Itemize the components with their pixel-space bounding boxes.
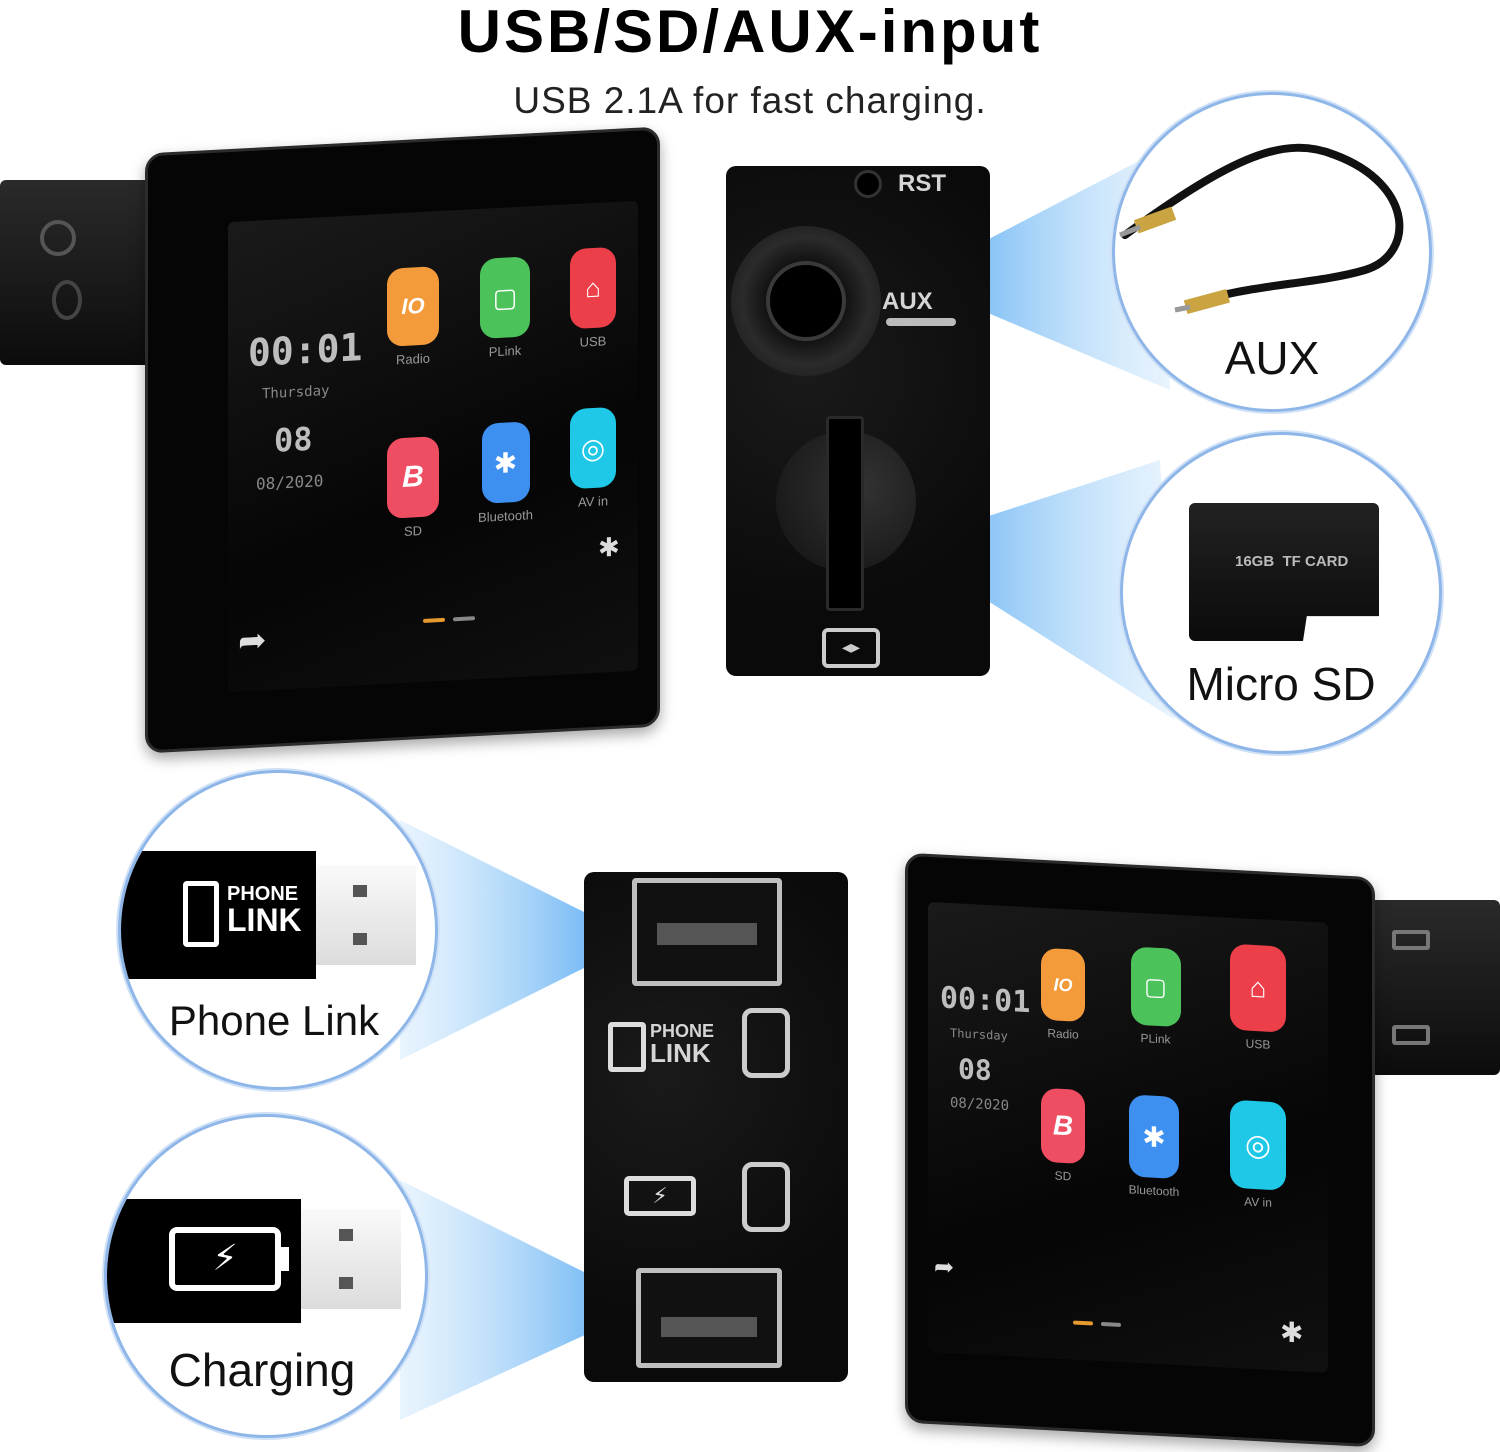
- bluetooth-status-icon: ✱: [598, 531, 620, 563]
- usb-port-panel: PHONE LINK ⚡: [584, 872, 848, 1382]
- charging-plug-body: [107, 1199, 301, 1323]
- app-bluetooth-right[interactable]: ✱ Bluetooth: [1114, 1094, 1194, 1200]
- micro-sd-zoom-circle: 16GB TF CARD Micro SD: [1120, 432, 1442, 754]
- page-indicator: [423, 607, 483, 628]
- aux-jack-hole: [766, 261, 846, 341]
- sd-card-symbol-icon: ◂▸: [822, 628, 880, 668]
- share-arrow-icon-right[interactable]: ➦: [934, 1253, 955, 1282]
- reset-button[interactable]: [854, 170, 882, 198]
- usb-symbol-icon: [742, 1008, 790, 1078]
- aux-cable-icon: [886, 318, 956, 326]
- phone-link-icon: [183, 881, 219, 947]
- aux-zoom-label: AUX: [1224, 332, 1320, 384]
- app-sd-right[interactable]: B SD: [1028, 1087, 1098, 1185]
- screen-display-right: 00:01 Thursday 08 08/2020 IO Radio ▢ PLi…: [928, 901, 1328, 1373]
- page-indicator-right: [1073, 1311, 1129, 1332]
- av-in-icon: ◎: [570, 406, 616, 490]
- bluetooth-status-icon-right: ✱: [1280, 1316, 1304, 1349]
- app-radio-right[interactable]: IO Radio: [1028, 947, 1098, 1043]
- sd-card-icon: B: [387, 436, 439, 519]
- micro-sd-slot[interactable]: [826, 416, 864, 611]
- charging-battery-icon: ⚡: [624, 1176, 696, 1216]
- phone-link-logo-text: PHONE LINK: [650, 1021, 715, 1068]
- app-bluetooth[interactable]: ✱ Bluetooth: [468, 421, 543, 526]
- clock-date: 08/2020: [256, 471, 324, 494]
- radio-icon: IO: [1041, 947, 1085, 1023]
- phone-link-logo-icon: [608, 1022, 646, 1072]
- screen-display: 00:01 Thursday 08 08/2020 IO Radio ▢ PLi…: [228, 200, 638, 693]
- av-in-icon: ◎: [1230, 1099, 1286, 1191]
- clock-date-big: 08: [274, 419, 313, 460]
- micro-sd-zoom-label: Micro SD: [1186, 658, 1376, 710]
- head-unit-top: 00:01 Thursday 08 08/2020 IO Radio ▢ PLi…: [0, 126, 665, 754]
- usb-icon: ⌂: [570, 246, 616, 330]
- clock-day-right: Thursday: [950, 1026, 1008, 1044]
- charging-zoom-label: Charging: [168, 1344, 356, 1396]
- aux-cable-icon: [1119, 143, 1404, 314]
- bluetooth-icon: ✱: [1129, 1094, 1179, 1180]
- aux-sd-port-panel: RST AUX ◂▸: [726, 166, 990, 676]
- battery-charging-icon: ⚡: [169, 1227, 281, 1291]
- sd-card-capacity: 16GB TF CARD: [1235, 553, 1349, 570]
- clock-time: 00:01: [248, 325, 363, 376]
- clock-time-right: 00:01: [940, 980, 1031, 1021]
- clock-day: Thursday: [262, 382, 330, 403]
- usb-symbol-icon-2: [742, 1162, 790, 1232]
- phone-link-usb-port[interactable]: [632, 878, 782, 986]
- battery-tip-icon: [281, 1247, 289, 1271]
- phone-link-zoom-label: Phone Link: [168, 997, 380, 1044]
- usb-icon: ⌂: [1230, 943, 1286, 1033]
- app-phone-link[interactable]: ▢ PLink: [470, 256, 540, 361]
- share-arrow-icon[interactable]: ➦: [238, 621, 267, 661]
- radio-icon: IO: [387, 266, 439, 347]
- mount-bracket-right: [1370, 900, 1500, 1075]
- screen-frame: 00:01 Thursday 08 08/2020 IO Radio ▢ PLi…: [145, 126, 660, 754]
- mount-bracket: [0, 180, 160, 365]
- screen-frame-right: 00:01 Thursday 08 08/2020 IO Radio ▢ PLi…: [905, 852, 1375, 1448]
- phone-link-icon: ▢: [480, 256, 530, 339]
- clock-widget-right: 00:01 Thursday 08 08/2020: [940, 981, 1030, 1116]
- page-subtitle: USB 2.1A for fast charging.: [513, 80, 987, 121]
- head-unit-bottom: 00:01 Thursday 08 08/2020 IO Radio ▢ PLi…: [900, 852, 1500, 1448]
- app-usb[interactable]: ⌂ USB: [558, 246, 628, 351]
- clock-widget: 00:01 Thursday 08 08/2020: [248, 325, 362, 494]
- bluetooth-icon: ✱: [481, 421, 530, 504]
- page-title: USB/SD/AUX-input: [457, 0, 1043, 65]
- plug-phone-link-logo: PHONE LINK: [227, 883, 302, 938]
- phone-link-plug-metal: [316, 865, 416, 965]
- charging-plug-metal: [301, 1209, 401, 1309]
- clock-date-big-right: 08: [958, 1052, 992, 1088]
- app-radio[interactable]: IO Radio: [378, 266, 448, 369]
- phone-link-zoom-circle: PHONE LINK Phone Link: [118, 770, 438, 1090]
- app-phone-link-right[interactable]: ▢ PLink: [1118, 946, 1193, 1048]
- aux-zoom-circle: AUX: [1112, 92, 1432, 412]
- phone-link-icon: ▢: [1130, 946, 1181, 1028]
- aux-label: AUX: [882, 288, 933, 315]
- app-sd[interactable]: B SD: [378, 436, 448, 541]
- sd-card-icon: B: [1041, 1087, 1085, 1165]
- rst-label: RST: [898, 170, 946, 197]
- charging-usb-port[interactable]: [636, 1268, 782, 1368]
- charging-zoom-circle: ⚡ Charging: [104, 1114, 428, 1438]
- clock-date-right: 08/2020: [950, 1095, 1010, 1115]
- app-av-in[interactable]: ◎ AV in: [558, 406, 628, 511]
- app-av-in-right[interactable]: ◎ AV in: [1218, 1099, 1298, 1211]
- app-usb-right[interactable]: ⌂ USB: [1218, 943, 1298, 1053]
- micro-sd-card-icon: [1189, 503, 1379, 641]
